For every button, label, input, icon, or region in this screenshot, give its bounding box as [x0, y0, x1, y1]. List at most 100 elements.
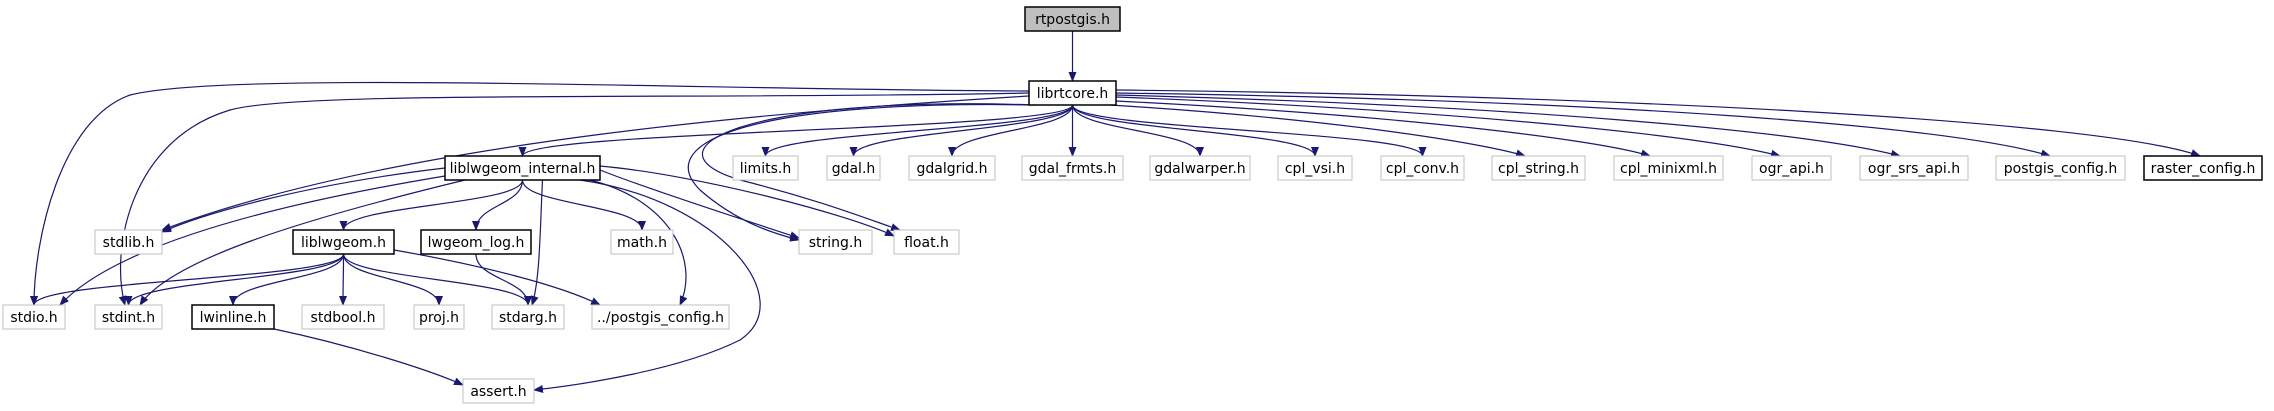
edge-liblwgeom_internal-to-string — [599, 169, 800, 239]
edge-liblwgeom_internal-to-float — [599, 165, 895, 237]
edge-librtcore-to-cpl_conv — [1071, 104, 1427, 157]
edge-liblwgeom_internal-to-assert — [533, 179, 761, 394]
node-label: postgis_config.h — [2004, 161, 2117, 177]
node-label: rtpostgis.h — [1035, 12, 1110, 28]
node-box — [798, 229, 873, 255]
node-label: ogr_srs_api.h — [1868, 161, 1960, 177]
edge-librtcore-to-raster_config — [1115, 89, 2201, 157]
node-label: limits.h — [740, 161, 791, 177]
node-limits: limits.h — [732, 155, 799, 181]
edge-liblwgeom_internal-to-lwgeom_log — [472, 179, 524, 231]
node-label: cpl_minixml.h — [1620, 161, 1717, 177]
node-box — [413, 304, 465, 330]
node-label: assert.h — [470, 384, 526, 400]
edge-librtcore-to-stdlib — [161, 95, 1030, 231]
edge-liblwgeom_internal-to-stdio — [59, 175, 446, 306]
edge-librtcore-to-liblwgeom_internal — [518, 104, 1074, 157]
edge-liblwgeom-to-stdarg — [342, 253, 532, 306]
edges-layer — [30, 31, 2201, 394]
node-label: librtcore.h — [1037, 86, 1109, 102]
node-box — [826, 155, 881, 181]
edge-librtcore-to-float — [701, 103, 1038, 231]
node-label: ogr_api.h — [1759, 161, 1824, 177]
edge-librtcore-to-stdio — [30, 81, 1030, 306]
node-lwinline[interactable]: lwinline.h — [191, 304, 275, 330]
node-dotdot-postgis-config: ../postgis_config.h — [591, 304, 730, 330]
node-rtpostgis[interactable]: rtpostgis.h — [1024, 6, 1121, 32]
node-box — [462, 378, 535, 404]
node-label: ../postgis_config.h — [597, 310, 724, 326]
node-box — [1995, 155, 2126, 181]
node-box — [2, 304, 66, 330]
node-lwgeom-log[interactable]: lwgeom_log.h — [420, 229, 532, 255]
node-label: proj.h — [419, 310, 459, 326]
node-box — [732, 155, 799, 181]
node-stdint: stdint.h — [94, 304, 163, 330]
node-box — [610, 229, 674, 255]
node-stdbool: stdbool.h — [301, 304, 385, 330]
edge-librtcore-to-cpl_minixml — [1115, 100, 1651, 158]
node-proj: proj.h — [413, 304, 465, 330]
node-librtcore[interactable]: librtcore.h — [1028, 80, 1117, 106]
edge-liblwgeom_internal-to-liblwgeom — [339, 179, 524, 231]
node-gdalgrid: gdalgrid.h — [908, 155, 996, 181]
edge-liblwgeom-to-stdbool — [339, 253, 348, 306]
node-math: math.h — [610, 229, 674, 255]
edge-librtcore-to-cpl_vsi — [1071, 104, 1319, 157]
node-box — [1149, 155, 1251, 181]
node-box — [94, 304, 163, 330]
node-box — [444, 155, 601, 181]
node-label: float.h — [904, 235, 949, 251]
node-label: gdal_frmts.h — [1029, 161, 1116, 177]
edge-librtcore-to-cpl_string — [1109, 104, 1526, 158]
edge-librtcore-to-ogr_srs_api — [1115, 94, 1901, 158]
node-label: raster_config.h — [2151, 161, 2256, 177]
edge-librtcore-to-gdalwarper — [1071, 104, 1204, 157]
node-cpl-conv: cpl_conv.h — [1380, 155, 1465, 181]
edge-liblwgeom-to-stdio — [30, 253, 345, 306]
node-box — [1277, 155, 1353, 181]
edge-librtcore-to-postgis_config — [1115, 92, 2051, 158]
node-box — [893, 229, 960, 255]
edge-liblwgeom-to-lwinline — [229, 253, 345, 306]
node-string: string.h — [798, 229, 873, 255]
edge-liblwgeom_internal-to-stdlib — [161, 167, 446, 233]
edge-librtcore-to-gdal — [849, 104, 1074, 157]
node-label: gdal.h — [832, 161, 876, 177]
node-label: string.h — [809, 235, 863, 251]
edge-librtcore-to-gdalgrid — [948, 104, 1074, 157]
node-box — [908, 155, 996, 181]
edge-lwgeom_log-to-stdarg — [475, 253, 532, 306]
node-ogr-api: ogr_api.h — [1751, 155, 1832, 181]
node-liblwgeom-internal[interactable]: liblwgeom_internal.h — [444, 155, 601, 181]
node-box — [591, 304, 730, 330]
node-assert: assert.h — [462, 378, 535, 404]
node-ogr-srs-api: ogr_srs_api.h — [1859, 155, 1969, 181]
node-box — [94, 229, 163, 255]
edge-liblwgeom_internal-to-stdarg — [530, 179, 544, 306]
node-label: stdarg.h — [499, 310, 557, 326]
edge-librtcore-to-limits — [761, 104, 1074, 157]
node-postgis-config: postgis_config.h — [1995, 155, 2126, 181]
node-label: gdalwarper.h — [1154, 161, 1245, 177]
node-gdal-frmts: gdal_frmts.h — [1021, 155, 1124, 181]
nodes-layer: rtpostgis.h librtcore.h liblwgeom_internal… — [2, 6, 2263, 404]
node-box — [191, 304, 275, 330]
node-liblwgeom[interactable]: liblwgeom.h — [292, 229, 395, 255]
node-cpl-string: cpl_string.h — [1491, 155, 1586, 181]
node-box — [1751, 155, 1832, 181]
node-raster-config[interactable]: raster_config.h — [2143, 155, 2263, 181]
node-label: stdio.h — [10, 310, 57, 326]
edge-librtcore-to-stdint — [118, 92, 1030, 306]
node-box — [2143, 155, 2263, 181]
node-label: cpl_string.h — [1498, 161, 1579, 177]
node-label: liblwgeom.h — [301, 235, 386, 251]
node-stdarg: stdarg.h — [491, 304, 565, 330]
node-label: stdint.h — [102, 310, 155, 326]
node-box — [1028, 80, 1117, 106]
node-gdal: gdal.h — [826, 155, 881, 181]
node-label: stdbool.h — [311, 310, 376, 326]
node-box — [301, 304, 385, 330]
node-stdlib: stdlib.h — [94, 229, 163, 255]
